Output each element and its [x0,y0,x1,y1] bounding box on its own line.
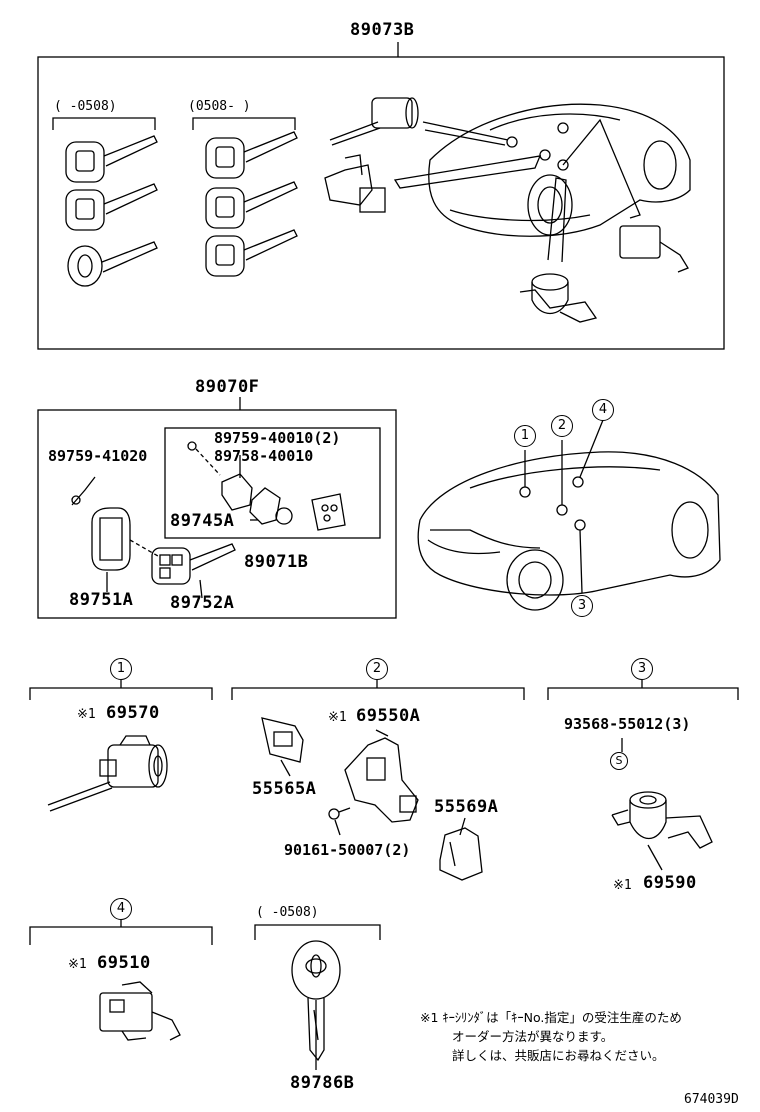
sec2-bracket-label: 55569A [434,797,499,817]
door-lock-69510 [99,981,181,1041]
sec5-range-label: ( -0508) [256,905,319,920]
sec2-retainer-label: 55565A [252,779,317,799]
range-right-bracket [192,117,296,130]
steering-lock-69550a [344,729,419,823]
top-group-frame [37,56,725,350]
key-new-1 [205,131,298,179]
key-remote-mid [151,543,236,599]
key-old-1 [65,135,158,183]
sec2-bolt-label: 90161-50007(2) [284,841,411,859]
part-subassy-label: 89071B [244,552,309,572]
key-old-2 [65,183,158,231]
sec4-mark: ※1 [68,957,87,972]
note-line-1: ※1 ｷｰｼﾘﾝﾀﾞは「ｷｰNo.指定」の受注生産のため [420,1010,682,1025]
part-cover-label: 89758-40010 [214,447,314,465]
case-ring-shape [249,487,281,525]
sec2-main-label: 69550A [356,706,421,726]
sec2-mark: ※1 [328,710,347,725]
note-line-2: オーダー方法が異なります。 [452,1029,614,1044]
retainer-55565a [261,717,304,777]
ignition-cylinder-top [329,97,419,146]
car-top [428,103,691,237]
key-old-3 [67,241,158,287]
sec3-bracket [547,687,739,700]
key-housing-shape [91,507,131,571]
sec4-bracket [29,926,213,945]
part-screw-label: 89759-41020 [48,447,148,465]
part-housing-label: 89751A [69,590,134,610]
master-key-89786b [291,940,341,1070]
sec3-screw-symbol: S [610,752,628,770]
sec1-part-label: 69570 [106,703,160,723]
steering-lock-top [324,154,386,213]
sec4-part-label: 69510 [97,953,151,973]
top-group-label: 89073B [350,20,415,40]
key-new-2 [205,181,298,229]
sec2-number: 2 [366,658,388,680]
sec5-part-label: 89786B [290,1073,355,1093]
note-line-3: 詳しくは、共販店にお尋ねください。 [452,1048,665,1063]
part-screw-inner-label: 89759-40010(2) [214,429,341,447]
battery-cover-shape [221,473,253,511]
mid-group-frame [37,409,397,619]
transmitter-shape [311,493,346,531]
sec3-part-label: 69590 [643,873,697,893]
diagram-code: 674039D [684,1092,739,1107]
range-left-label: ( -0508) [54,99,117,114]
car-middle [417,419,721,611]
sec1-bracket [29,687,213,700]
bolt-90161 [328,807,351,836]
callout-3: 3 [571,595,593,617]
sec1-mark: ※1 [77,707,96,722]
trunk-lock-69590 [611,791,713,871]
range-right-label: (0508- ) [188,99,251,114]
sec5-bracket [254,924,381,940]
part-case-label: 89745A [170,511,235,531]
sec4-number: 4 [110,898,132,920]
trunk-lock-top [519,273,598,323]
callout-4: 4 [592,399,614,421]
ignition-cylinder-sec1 [47,735,168,812]
sec3-mark: ※1 [613,878,632,893]
range-left-bracket [52,117,156,130]
key-new-3 [205,229,298,277]
bracket-55569a [439,817,483,881]
door-lock-top [619,225,689,273]
sec3-number: 3 [631,658,653,680]
callout-2: 2 [551,415,573,437]
mid-group-label: 89070F [195,377,260,397]
sec3-screw-label: 93568-55012(3) [564,715,691,733]
sec2-bracket [231,687,525,700]
subassy-frame [164,427,381,539]
sec1-number: 1 [110,658,132,680]
callout-1: 1 [514,425,536,447]
part-key-label: 89752A [170,593,235,613]
